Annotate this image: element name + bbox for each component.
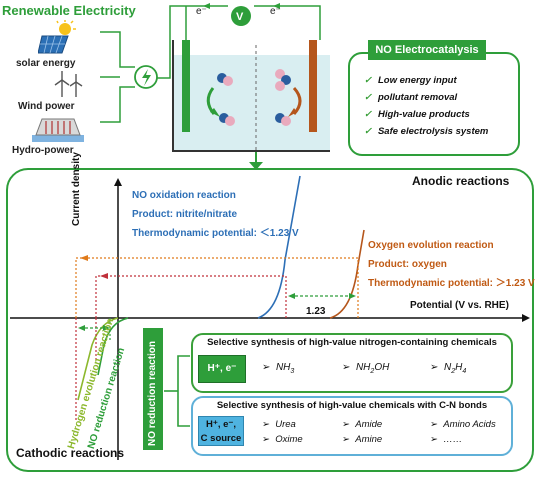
renewable-title: Renewable Electricity	[2, 3, 136, 18]
check-icon: ✓	[364, 109, 372, 120]
nitrogen-reagent-badge: H⁺, e⁻	[198, 355, 246, 383]
check-icon: ✓	[364, 75, 372, 86]
check-icon: ✓	[364, 126, 372, 137]
cn-product-oxime: ➢ Oxime	[262, 434, 303, 445]
tick-label-1-23: 1.23	[306, 306, 326, 317]
norr-curve	[97, 317, 129, 376]
bullet-icon: ➢	[342, 362, 351, 373]
nitrogen-product-nh2oh: ➢ NH2OH	[342, 362, 390, 375]
wind-turbine-icon	[54, 71, 83, 97]
connector-arrow-icon	[249, 162, 263, 170]
benefit-item: ✓Safe electrolysis system	[364, 126, 489, 137]
nitrogen-box-title: Selective synthesis of high-value nitrog…	[207, 337, 497, 348]
electron-label-right: e⁻	[270, 6, 281, 17]
bullet-icon: ➢	[262, 434, 270, 445]
cn-product-urea: ➢ Urea	[262, 419, 296, 430]
cn-box-title: Selective synthesis of high-value chemic…	[216, 400, 488, 411]
source-label-solar: solar energy	[16, 58, 76, 69]
cn-product-amino-acids: ➢ Amino Acids	[430, 419, 496, 430]
bullet-icon: ➢	[262, 419, 270, 430]
bullet-icon: ➢	[430, 434, 438, 445]
benefits-title: NO Electrocatalysis	[368, 40, 486, 60]
norr-side-label	[143, 328, 163, 450]
nitrogen-product-nh3: ➢ NH3	[262, 362, 295, 375]
cn-reagent-line2: C source	[200, 433, 242, 444]
oer-product: Product: oxygen	[368, 259, 447, 270]
benefits-list: ✓Low energy input ✓pollutant removal ✓Hi…	[364, 72, 488, 140]
benefits-box	[348, 52, 520, 156]
cn-product-more: ➢ ……	[430, 434, 463, 445]
connector-line	[255, 152, 257, 166]
source-label-hydro: Hydro-power	[12, 145, 74, 156]
electron-label-left: e⁻	[196, 6, 207, 17]
oer-potential: Thermodynamic potential: ＞1.23 V	[368, 278, 535, 289]
no-oxidation-curve	[257, 175, 301, 319]
cn-reagent-badge: H⁺, e⁻, C source	[198, 416, 244, 446]
bullet-icon: ➢	[342, 419, 350, 430]
no-oxidation-potential: Thermodynamic potential: ＜1.23 V	[132, 228, 299, 239]
cn-reagent-line1: H⁺, e⁻,	[205, 419, 237, 430]
hydro-dam-icon	[32, 118, 84, 142]
cn-products-box	[191, 396, 513, 456]
norr-side-text: NO reduction reaction	[147, 340, 158, 446]
bullet-icon: ➢	[262, 362, 271, 373]
nitrogen-product-n2h4: ➢ N2H4	[430, 362, 467, 375]
bullet-icon: ➢	[342, 434, 350, 445]
no-oxidation-text: NO oxidation reaction Product: nitrite/n…	[132, 186, 299, 243]
voltmeter-icon	[231, 6, 251, 26]
bullet-icon: ➢	[430, 419, 438, 430]
oer-text: Oxygen evolution reaction Product: oxyge…	[368, 236, 535, 293]
benefit-item: ✓High-value products	[364, 109, 470, 120]
benefit-item: ✓Low energy input	[364, 75, 457, 86]
cn-product-amine: ➢ Amine	[342, 434, 383, 445]
svg-text:V: V	[236, 11, 244, 23]
cn-product-amide: ➢ Amide	[342, 419, 383, 430]
check-icon: ✓	[364, 92, 372, 103]
solar-panel-icon	[38, 20, 76, 54]
x-axis-label: Potential (V vs. RHE)	[410, 300, 509, 311]
cathodic-label: Cathodic reactions	[16, 446, 125, 460]
oer-curve	[329, 229, 365, 319]
oer-title: Oxygen evolution reaction	[368, 240, 494, 251]
no-oxidation-title: NO oxidation reaction	[132, 190, 236, 201]
y-axis-label: Current density	[71, 152, 82, 226]
bracket-lines	[164, 355, 190, 427]
anodic-label: Anodic reactions	[412, 174, 510, 188]
polarization-plot	[10, 175, 530, 460]
electrolysis-cell-diagram: e⁻ e⁻ V	[100, 3, 330, 152]
source-label-wind: Wind power	[18, 101, 75, 112]
benefit-item: ✓pollutant removal	[364, 92, 458, 103]
no-oxidation-product: Product: nitrite/nitrate	[132, 209, 238, 220]
bullet-icon: ➢	[430, 362, 439, 373]
